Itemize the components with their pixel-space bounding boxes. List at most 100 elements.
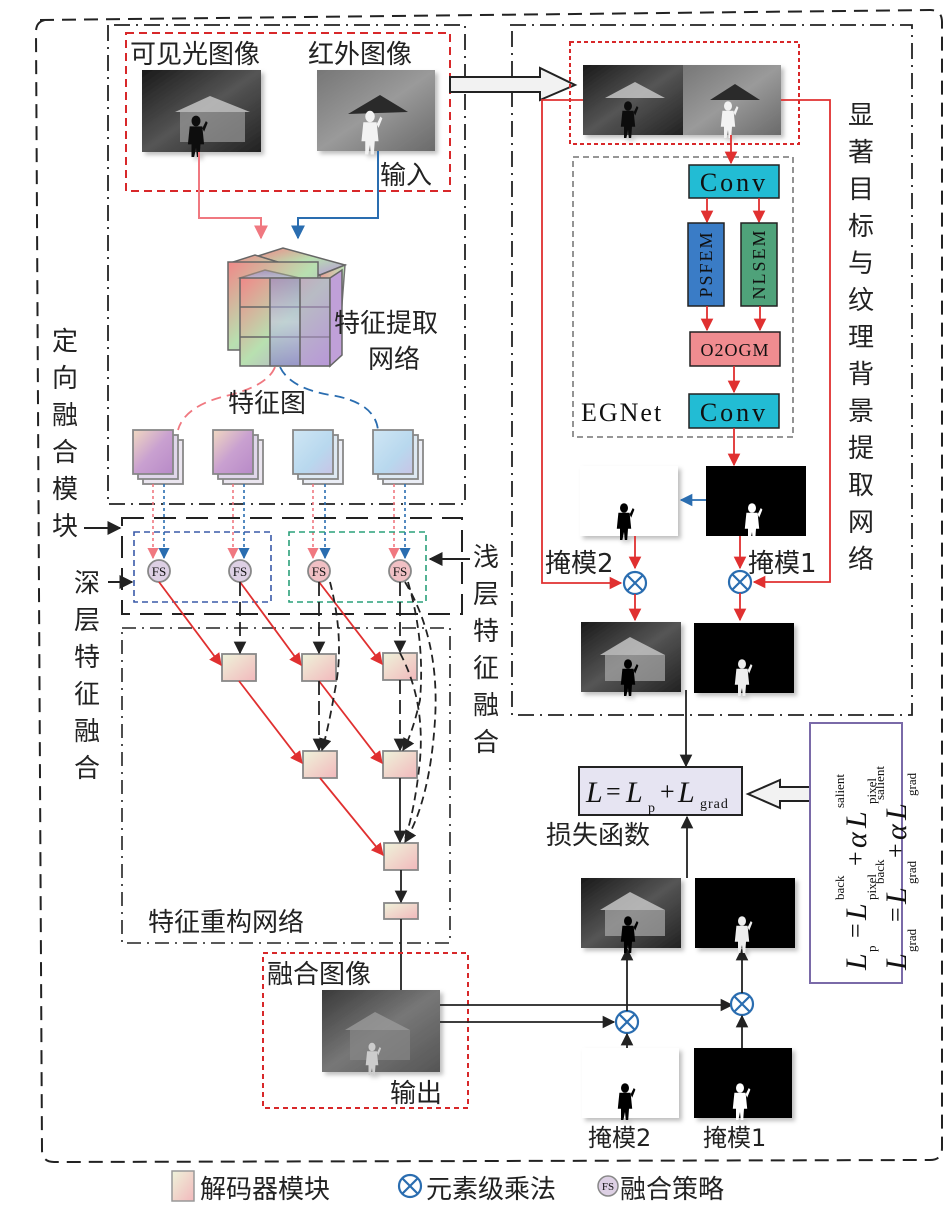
svg-text:FS: FS bbox=[602, 1181, 614, 1193]
output-group-box bbox=[262, 952, 469, 1109]
feature-map-4 bbox=[372, 429, 424, 485]
egnet-input-visible-image bbox=[583, 65, 683, 138]
legend-decoder-swatch bbox=[171, 1170, 195, 1202]
svg-text:+: + bbox=[660, 777, 675, 806]
red-skip-arrows bbox=[158, 581, 384, 856]
loss-definition-equations-2: L grad = L back grad + α L salient grad bbox=[872, 766, 919, 971]
feature-map-label: 特征图 bbox=[228, 389, 306, 419]
decoder-blocks bbox=[221, 652, 419, 920]
legend-fs-icon bbox=[597, 1175, 619, 1197]
infrared-image-label: 红外图像 bbox=[308, 40, 412, 70]
svg-text:L: L bbox=[840, 811, 873, 829]
feature-map-1 bbox=[132, 429, 184, 485]
decoder-block bbox=[302, 750, 338, 779]
svg-text:络: 络 bbox=[848, 545, 874, 575]
svg-text:FS: FS bbox=[233, 564, 247, 579]
shallow-fusion-label: 浅 层 特 征 融 合 bbox=[473, 543, 499, 758]
conv-top-block: Conv bbox=[688, 164, 780, 199]
svg-text:O2OGM: O2OGM bbox=[700, 340, 769, 360]
svg-text:α: α bbox=[840, 831, 873, 848]
decoder-block bbox=[382, 750, 418, 779]
input-label: 输入 bbox=[380, 161, 432, 191]
svg-text:grad: grad bbox=[904, 860, 919, 884]
fs-node-1: FS bbox=[147, 559, 171, 583]
egnet-mask-1 bbox=[706, 466, 806, 540]
svg-text:Conv: Conv bbox=[700, 398, 768, 427]
bottom-mask-2 bbox=[582, 1048, 679, 1120]
svg-text:+: + bbox=[841, 851, 870, 866]
fused-image bbox=[322, 990, 440, 1075]
svg-text:back: back bbox=[832, 875, 847, 900]
svg-text:景: 景 bbox=[848, 397, 874, 427]
nlsem-block: NLSEM bbox=[740, 222, 778, 307]
svg-text:取: 取 bbox=[848, 471, 874, 501]
loss-definition-equations: L p = L back pixel + α L salient pixel bbox=[832, 774, 879, 971]
svg-text:著: 著 bbox=[848, 138, 874, 168]
loss-formula: L = L p + L grad bbox=[585, 776, 728, 816]
svg-text:pixel: pixel bbox=[864, 874, 879, 900]
bottom-mult-left-icon bbox=[614, 1009, 640, 1035]
svg-text:Conv: Conv bbox=[700, 168, 768, 197]
hollow-arrow-to-loss bbox=[745, 778, 811, 810]
infrared-to-extractor-arrow bbox=[291, 151, 379, 240]
decoder-block bbox=[301, 653, 337, 682]
svg-text:合: 合 bbox=[52, 438, 78, 468]
egnet-input-infrared-image bbox=[683, 65, 781, 138]
svg-text:p: p bbox=[648, 801, 655, 816]
egnet-mult-right-icon bbox=[727, 569, 753, 595]
svg-text:目: 目 bbox=[848, 175, 874, 205]
bottom-mask-1 bbox=[694, 1048, 792, 1120]
bottom-mask-1-label: 掩模1 bbox=[703, 1124, 766, 1152]
svg-text:back: back bbox=[872, 859, 887, 884]
svg-text:深: 深 bbox=[74, 569, 100, 599]
svg-text:L: L bbox=[677, 776, 695, 809]
feature-extraction-cube-icon bbox=[227, 247, 348, 368]
svg-text:层: 层 bbox=[473, 580, 499, 610]
feature-extraction-frame bbox=[107, 24, 466, 505]
feature-extraction-label-2: 网络 bbox=[368, 345, 420, 375]
svg-text:L: L bbox=[585, 776, 603, 809]
svg-text:FS: FS bbox=[152, 564, 166, 579]
loss-function-box bbox=[578, 766, 743, 816]
svg-text:grad: grad bbox=[904, 928, 919, 952]
svg-text:L: L bbox=[880, 887, 913, 905]
svg-text:征: 征 bbox=[473, 654, 499, 684]
egnet-label: EGNet bbox=[581, 398, 663, 427]
svg-text:向: 向 bbox=[52, 364, 78, 394]
svg-text:网: 网 bbox=[848, 508, 874, 538]
svg-text:=: = bbox=[606, 777, 621, 806]
egnet-background-output bbox=[581, 622, 681, 696]
svg-text:salient: salient bbox=[832, 774, 847, 808]
bottom-mask-2-label: 掩模2 bbox=[588, 1124, 651, 1152]
outer-frame bbox=[34, 8, 943, 1164]
svg-text:L: L bbox=[840, 953, 873, 971]
egnet-input-box bbox=[569, 41, 800, 145]
visible-image bbox=[142, 70, 261, 157]
svg-text:理: 理 bbox=[848, 323, 874, 353]
deep-fusion-box bbox=[133, 531, 272, 603]
svg-text:定: 定 bbox=[52, 327, 78, 357]
svg-text:=: = bbox=[841, 923, 870, 938]
loss-function-label: 损失函数 bbox=[546, 821, 650, 851]
decoder-block bbox=[383, 842, 419, 871]
svg-text:L: L bbox=[625, 776, 643, 809]
legend-fusion-label: 融合策略 bbox=[620, 1175, 724, 1205]
svg-text:提: 提 bbox=[848, 434, 874, 464]
legend: 解码器模块 元素级乘法 FS 融合策略 bbox=[171, 1170, 724, 1205]
egnet-mask-2 bbox=[580, 466, 678, 540]
svg-text:融: 融 bbox=[473, 691, 499, 721]
svg-text:NLSEM: NLSEM bbox=[749, 228, 769, 299]
visible-to-mult-left-arrow bbox=[541, 99, 623, 590]
svg-text:L: L bbox=[880, 953, 913, 971]
feature-map-2 bbox=[212, 429, 264, 485]
svg-text:salient: salient bbox=[872, 766, 887, 800]
egnet-box bbox=[572, 156, 794, 438]
egnet-mult-left-icon bbox=[622, 570, 648, 596]
svg-text:合: 合 bbox=[473, 728, 499, 758]
egnet-outer-frame bbox=[510, 24, 913, 716]
svg-text:L: L bbox=[880, 803, 913, 821]
svg-text:背: 背 bbox=[848, 360, 874, 390]
visible-to-extractor-arrow bbox=[198, 152, 268, 240]
egnet-mask-1-label: 掩模1 bbox=[748, 549, 817, 579]
